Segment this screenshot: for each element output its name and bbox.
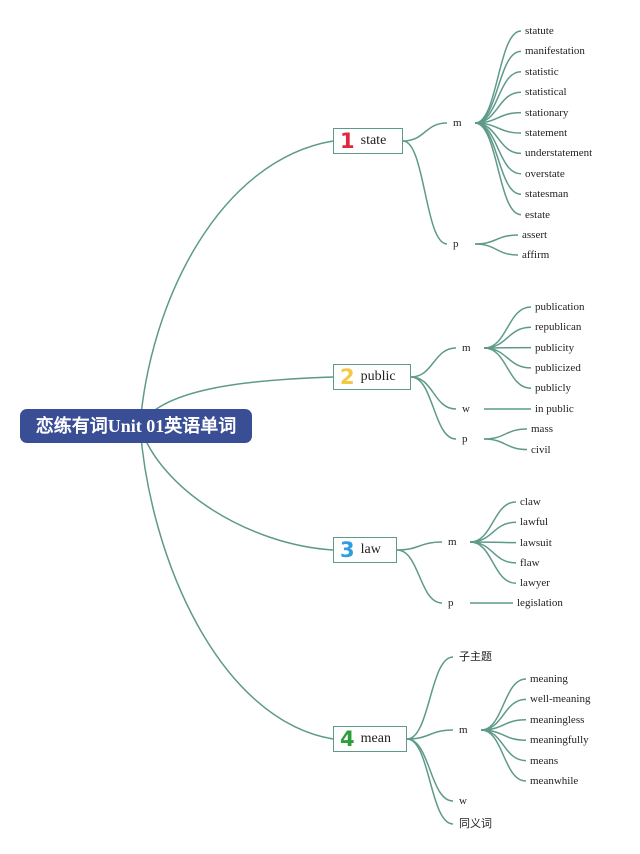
word-item[interactable]: lawyer	[520, 577, 550, 590]
word-item[interactable]: mass	[531, 423, 553, 435]
branch-connector-4-2	[406, 729, 454, 740]
word-connector-2-1-5	[483, 347, 532, 389]
word-item[interactable]: understatement	[525, 147, 593, 160]
topic-title: law	[360, 542, 381, 557]
word-connector-1-1-2	[474, 50, 522, 124]
word-item[interactable]: legislation	[517, 597, 563, 609]
topic-number-icon: 4	[340, 727, 355, 751]
word-item[interactable]: estate	[525, 208, 551, 221]
branch-connector-2-2	[410, 376, 457, 410]
word-item[interactable]: well-meaning	[530, 693, 591, 706]
group-tag[interactable]: m	[462, 342, 471, 354]
topic-law[interactable]: 3 law	[333, 537, 397, 563]
word-item[interactable]: in public	[535, 403, 574, 415]
word-connector-2-1-2	[483, 326, 532, 349]
branch-connector-1-2	[402, 140, 448, 245]
word-item[interactable]: publicly	[535, 382, 572, 395]
word-item[interactable]: publicized	[535, 361, 581, 374]
root-topic[interactable]: 恋练有词Unit 01英语单词	[20, 409, 252, 443]
word-item[interactable]: means	[530, 754, 559, 767]
group-tag[interactable]: p	[453, 238, 459, 250]
word-connector-2-3-1	[483, 428, 528, 440]
word-item[interactable]: meanwhile	[530, 775, 579, 787]
word-item[interactable]: flaw	[520, 556, 540, 569]
branch-connector-4-4	[406, 738, 454, 825]
branch-connector-1-1	[402, 122, 448, 142]
word-connector-1-2-2	[474, 243, 519, 256]
word-item[interactable]: statute	[525, 25, 554, 37]
word-item[interactable]: meaningless	[530, 713, 585, 726]
word-item[interactable]: lawsuit	[520, 536, 552, 549]
word-connector-1-1-9	[474, 122, 522, 195]
word-item[interactable]: statement	[525, 127, 568, 139]
word-connector-3-1-5	[469, 541, 517, 584]
topic-number-icon: 3	[340, 538, 355, 562]
group-tag[interactable]: m	[453, 117, 462, 129]
word-item[interactable]: claw	[520, 496, 541, 508]
branch-connector-3-1	[396, 541, 443, 551]
word-connector-4-2-6	[480, 729, 527, 782]
word-item[interactable]: manifestation	[525, 45, 585, 58]
branch-connector-2-3	[410, 376, 457, 440]
word-item[interactable]: lawful	[520, 516, 549, 529]
topic-title: mean	[360, 731, 391, 746]
root-connector-1	[139, 140, 334, 427]
topic-title: state	[360, 133, 387, 148]
branch-connector-3-2	[396, 549, 443, 604]
word-item[interactable]: statistic	[525, 65, 559, 78]
group-tag[interactable]: m	[448, 536, 457, 548]
word-item[interactable]: affirm	[522, 249, 550, 261]
topic-state[interactable]: 1 state	[333, 128, 403, 154]
group-tag[interactable]: 同义词	[459, 818, 492, 830]
word-connector-2-3-2	[483, 438, 528, 451]
word-item[interactable]: publicity	[535, 341, 575, 354]
word-connector-3-1-2	[469, 521, 517, 543]
word-item[interactable]: stationary	[525, 106, 569, 119]
branch-connector-4-1	[406, 656, 454, 740]
word-item[interactable]: meaning	[530, 673, 568, 685]
group-tag[interactable]: p	[462, 433, 468, 445]
branch-connector-4-3	[406, 738, 454, 802]
word-connector-3-1-4	[469, 541, 517, 564]
word-item[interactable]: meaningfully	[530, 734, 589, 747]
root-connector-4	[139, 425, 334, 740]
topic-mean[interactable]: 4 mean	[333, 726, 407, 752]
word-item[interactable]: statistical	[525, 86, 567, 99]
topic-public[interactable]: 2 public	[333, 364, 411, 390]
group-tag[interactable]: 子主题	[459, 651, 492, 663]
group-tag[interactable]: w	[459, 795, 467, 807]
group-tag[interactable]: w	[462, 403, 470, 415]
group-tag[interactable]: p	[448, 597, 454, 609]
topic-number-icon: 1	[340, 129, 355, 153]
word-connector-2-1-4	[483, 347, 532, 369]
word-connector-1-1-1	[474, 30, 522, 124]
branch-connector-2-1	[410, 347, 457, 378]
word-connector-4-2-1	[480, 678, 527, 731]
group-tag[interactable]: m	[459, 724, 468, 736]
word-item[interactable]: assert	[522, 229, 548, 241]
word-item[interactable]: statesman	[525, 188, 569, 201]
word-item[interactable]: civil	[531, 443, 551, 456]
word-item[interactable]: overstate	[525, 167, 565, 180]
word-item[interactable]: publication	[535, 301, 585, 313]
word-connector-3-1-1	[469, 501, 517, 543]
word-item[interactable]: republican	[535, 321, 582, 334]
word-connector-1-1-10	[474, 122, 522, 216]
root-connector-3	[139, 425, 334, 551]
topic-title: public	[360, 369, 396, 384]
word-connector-1-2-1	[474, 234, 519, 245]
topic-number-icon: 2	[340, 365, 355, 389]
